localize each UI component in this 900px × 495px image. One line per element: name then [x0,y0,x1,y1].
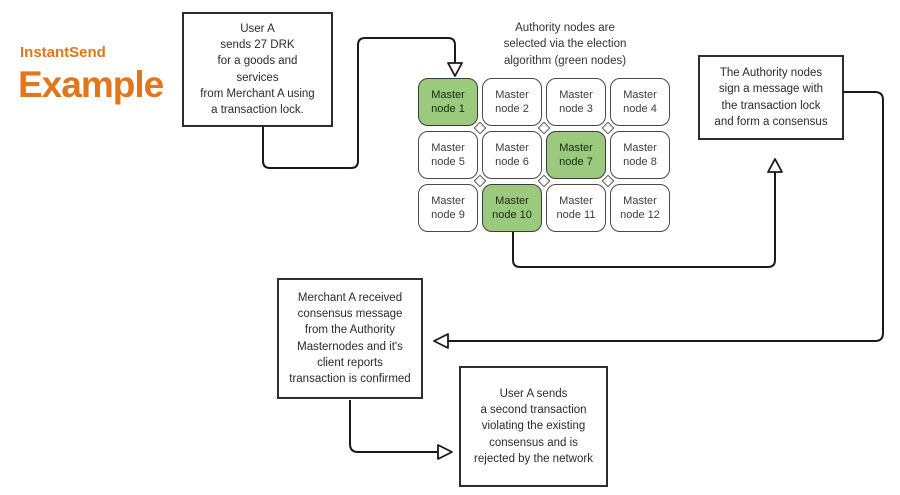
flow-box-merchant-confirm: Merchant A received consensus message fr… [277,278,423,399]
brand-label: InstantSend [20,44,106,61]
arrowhead-up-icon [767,158,783,173]
master-node-12: Master node 12 [610,184,670,232]
master-node-3: Master node 3 [546,78,606,126]
grid-caption: Authority nodes are selected via the ele… [503,22,627,67]
master-node-4: Master node 4 [610,78,670,126]
arrow-merchant-to-second [349,400,438,453]
flow-box-user-transaction: User A sends 27 DRK for a goods and serv… [182,12,333,127]
master-node-5: Master node 5 [418,131,478,179]
master-node-7: Master node 7 [546,131,606,179]
arrowhead-left-icon [433,333,449,349]
master-node-2: Master node 2 [482,78,542,126]
master-node-6: Master node 6 [482,131,542,179]
master-node-11: Master node 11 [546,184,606,232]
flow-box-authority-sign: The Authority nodes sign a message with … [698,55,844,140]
masternode-grid: Master node 1 Master node 2 Master node … [418,78,670,232]
master-node-9: Master node 9 [418,184,478,232]
master-node-10: Master node 10 [482,184,542,232]
master-node-1: Master node 1 [418,78,478,126]
master-node-8: Master node 8 [610,131,670,179]
arrowhead-right-icon [437,444,453,460]
flow-box-second-transaction: User A sends a second transaction violat… [459,366,608,487]
page-title: Example [18,64,164,105]
